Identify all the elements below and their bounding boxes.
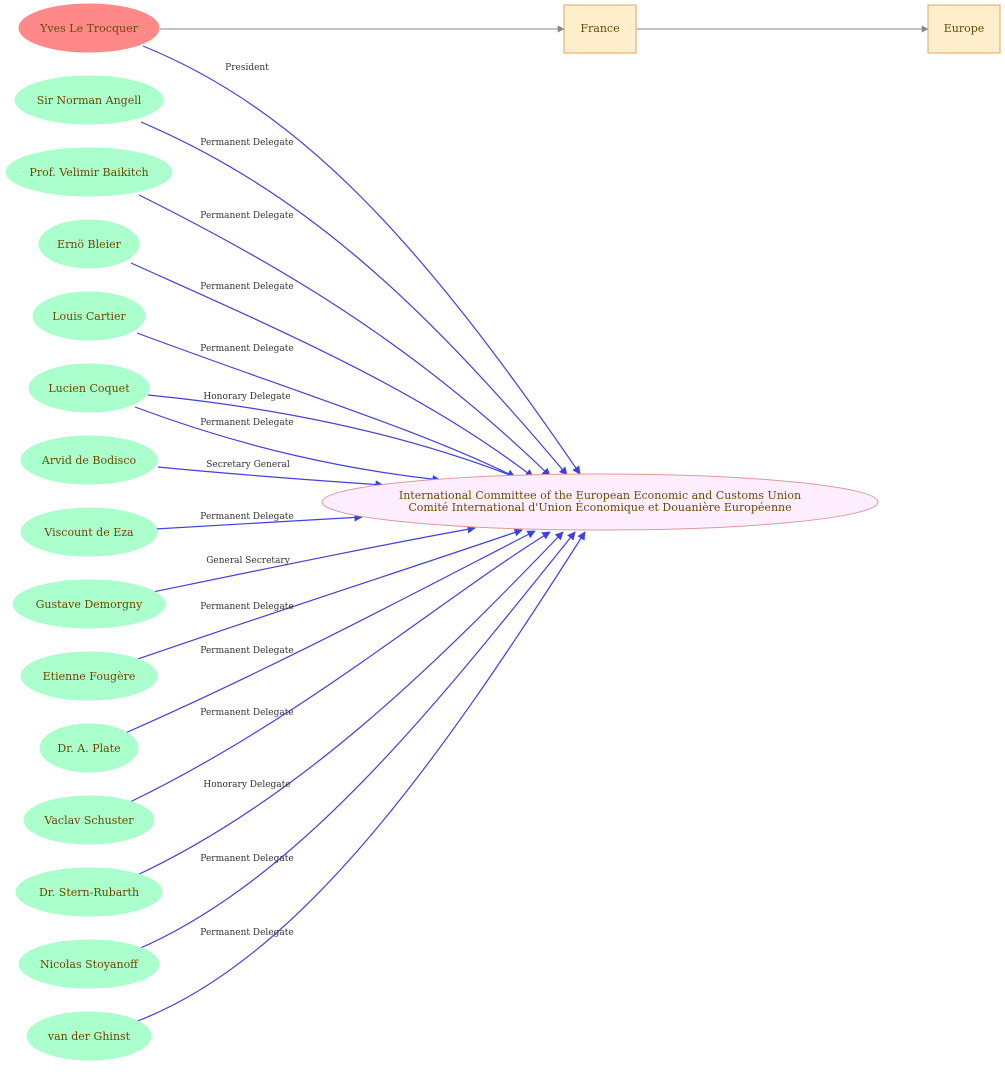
person-node[interactable]: Ernö Bleier	[38, 219, 140, 269]
organization-name-fr: Comité International d'Union Économique …	[408, 500, 791, 514]
person-name-label: Dr. A. Plate	[57, 742, 120, 755]
membership-edge	[129, 531, 551, 803]
membership-edge	[147, 394, 516, 479]
membership-edge	[147, 525, 476, 594]
edge-role-label: Permanent Delegate	[200, 344, 293, 354]
person-node[interactable]: Prof. Velimir Baikitch	[5, 147, 173, 197]
membership-edge	[142, 45, 581, 475]
membership-edge	[134, 528, 523, 661]
person-name-label: Louis Cartier	[52, 310, 126, 323]
person-node[interactable]: Lucien Coquet	[28, 363, 150, 413]
person-node[interactable]: Louis Cartier	[32, 291, 146, 341]
person-name-label: Sir Norman Angell	[37, 94, 142, 107]
membership-edge	[132, 531, 564, 878]
person-node-shape	[39, 723, 139, 773]
person-node-shape	[14, 75, 164, 125]
person-node-shape	[20, 435, 158, 485]
person-node[interactable]: van der Ghinst	[26, 1011, 152, 1061]
person-node[interactable]: Gustave Demorgny	[12, 579, 166, 629]
edge-role-label: Secretary General	[206, 460, 290, 470]
person-name-label: Yves Le Trocquer	[39, 22, 138, 35]
person-node-shape	[20, 507, 158, 557]
person-node-shape	[12, 579, 166, 629]
person-name-label: Lucien Coquet	[48, 382, 130, 395]
person-node-shape	[18, 939, 160, 989]
person-node[interactable]: Viscount de Eza	[20, 507, 158, 557]
person-node-shape	[38, 219, 140, 269]
person-node[interactable]: Yves Le Trocquer	[18, 3, 160, 53]
person-node[interactable]: Etienne Fougère	[20, 651, 158, 701]
edge-role-label: General Secretary	[206, 556, 290, 566]
person-node-shape	[5, 147, 173, 197]
edge-role-label: Honorary Delegate	[203, 392, 290, 402]
person-node-shape	[28, 363, 150, 413]
person-node-shape	[32, 291, 146, 341]
person-name-label: van der Ghinst	[47, 1030, 131, 1043]
person-node-shape	[26, 1011, 152, 1061]
edge-role-label: Permanent Delegate	[200, 418, 293, 428]
edges-layer	[122, 25, 929, 1023]
person-node[interactable]: Dr. Stern-Rubarth	[15, 867, 163, 917]
person-name-label: Etienne Fougère	[43, 670, 136, 683]
membership-edge	[157, 466, 384, 489]
membership-edge	[140, 121, 568, 476]
person-node-highlight-shape	[18, 3, 160, 53]
organization-name-en: International Committee of the European …	[399, 489, 801, 502]
person-node-shape	[20, 651, 158, 701]
person-name-label: Prof. Velimir Baikitch	[29, 166, 148, 179]
place-label-europe: Europe	[944, 22, 985, 35]
edge-role-label: Permanent Delegate	[200, 211, 293, 221]
edge-role-label: Permanent Delegate	[200, 138, 293, 148]
person-name-label: Dr. Stern-Rubarth	[39, 886, 139, 899]
person-name-label: Gustave Demorgny	[36, 598, 143, 611]
organization-node[interactable]: International Committee of the European …	[321, 473, 879, 531]
person-node[interactable]: Nicolas Stoyanoff	[18, 939, 160, 989]
membership-edge	[134, 406, 441, 484]
person-name-label: Nicolas Stoyanoff	[40, 958, 139, 971]
person-node[interactable]: Dr. A. Plate	[39, 723, 139, 773]
edge-role-label: Permanent Delegate	[200, 512, 293, 522]
edge-role-label: Permanent Delegate	[200, 282, 293, 292]
person-node[interactable]: Vaclav Schuster	[23, 795, 155, 845]
edge-role-label: President	[225, 63, 269, 73]
membership-edge	[154, 513, 363, 530]
membership-edge	[122, 530, 536, 735]
edge-role-label: Permanent Delegate	[200, 854, 293, 864]
edge-role-label: Permanent Delegate	[200, 708, 293, 718]
edge-role-label: Permanent Delegate	[200, 928, 293, 938]
person-node[interactable]: Arvid de Bodisco	[20, 435, 158, 485]
place-label-france: France	[580, 22, 619, 35]
person-node-shape	[15, 867, 163, 917]
membership-edge	[135, 531, 576, 951]
membership-edge	[138, 194, 551, 477]
person-name-label: Arvid de Bodisco	[41, 454, 137, 467]
membership-edge	[136, 332, 516, 478]
edge-role-label: Permanent Delegate	[200, 602, 293, 612]
edge-role-label: Permanent Delegate	[200, 646, 293, 656]
membership-edge	[134, 531, 586, 1023]
place-node-europe[interactable]: Europe	[927, 4, 1001, 54]
edge-role-label: Honorary Delegate	[203, 780, 290, 790]
person-node[interactable]: Sir Norman Angell	[14, 75, 164, 125]
person-name-label: Vaclav Schuster	[43, 814, 134, 827]
place-node-france[interactable]: France	[563, 4, 637, 54]
person-node-shape	[23, 795, 155, 845]
person-name-label: Ernö Bleier	[57, 238, 122, 251]
person-name-label: Viscount de Eza	[43, 526, 134, 539]
membership-edge	[130, 262, 534, 478]
